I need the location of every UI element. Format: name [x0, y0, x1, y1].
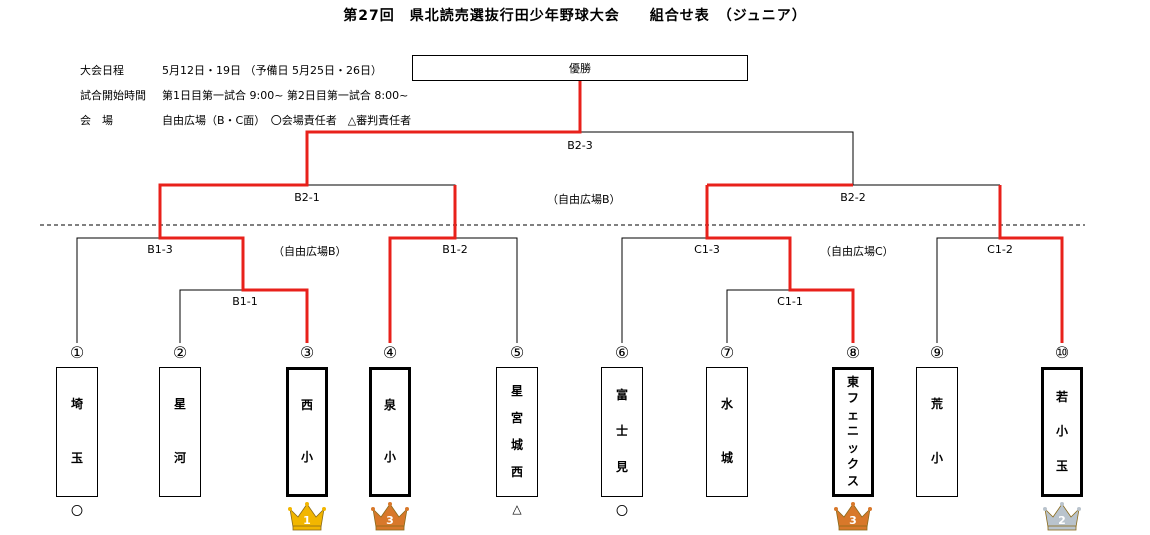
- responsibility-mark: △: [512, 502, 522, 516]
- line-c13-left: [621, 237, 707, 343]
- team-name-char: 小: [383, 450, 396, 465]
- line-b23-right: [580, 131, 854, 185]
- svg-text:3: 3: [386, 514, 394, 527]
- match-label-b11: B1-1: [232, 295, 258, 308]
- team-number-10: ⑩: [1054, 343, 1070, 362]
- match-label-b23: B2-3: [567, 139, 593, 152]
- venue-note-right: （自由広場C）: [820, 245, 894, 258]
- team-name-char: ッ: [846, 440, 859, 455]
- team-box-10: 若小玉: [1041, 367, 1083, 497]
- team-name-char: 小: [300, 450, 313, 465]
- team-name-char: 泉: [383, 398, 396, 413]
- bracket-red-lines: [158, 81, 1064, 343]
- champion-label: 優勝: [569, 62, 591, 75]
- team-name-char: 城: [720, 451, 733, 466]
- path-team-3: [158, 81, 582, 343]
- team-box-5: 星宮城西: [496, 367, 538, 497]
- team-number-3: ③: [299, 343, 315, 362]
- team-number-8: ⑧: [845, 343, 861, 362]
- line-c12-left: [936, 237, 1000, 343]
- team-box-9: 荒小: [916, 367, 958, 497]
- team-name-char: ク: [846, 457, 859, 472]
- svg-text:3: 3: [849, 514, 857, 527]
- line-b13-left: [76, 237, 160, 343]
- team-name-char: 玉: [1055, 459, 1068, 474]
- venue-label: 会 場: [80, 114, 113, 127]
- start-time-value: 第1日目第一試合 9:00~ 第2日目第一試合 8:00~: [162, 89, 409, 102]
- line-c11-left: [726, 289, 790, 343]
- responsibility-mark: 〇: [615, 504, 629, 518]
- team-number-5: ⑤: [509, 343, 525, 362]
- path-team-4: [388, 185, 457, 343]
- team-box-8: 東フェニックス: [832, 367, 874, 497]
- schedule-label: 大会日程: [80, 64, 124, 77]
- venue-value: 自由広場（B・C面） 〇会場責任者 △審判責任者: [162, 114, 412, 127]
- team-box-4: 泉小: [369, 367, 411, 497]
- line-b11-left: [179, 289, 243, 343]
- team-number-7: ⑦: [719, 343, 735, 362]
- team-name-char: 東: [846, 375, 859, 389]
- match-label-b21: B2-1: [294, 191, 320, 204]
- team-name-char: 玉: [70, 451, 83, 466]
- match-label-c13: C1-3: [694, 243, 720, 256]
- team-name-char: 西: [510, 464, 523, 479]
- team-name-char: ェ: [846, 407, 859, 422]
- team-name-char: 埼: [70, 397, 83, 412]
- team-number-6: ⑥: [614, 343, 630, 362]
- team-name-char: 小: [930, 451, 943, 466]
- path-team-10: [998, 185, 1064, 343]
- match-label-b22: B2-2: [840, 191, 866, 204]
- svg-text:1: 1: [303, 514, 311, 527]
- team-name-char: 士: [615, 424, 628, 439]
- line-b21-right: [307, 184, 456, 238]
- team-number-1: ①: [69, 343, 85, 362]
- team-box-6: 富士見: [601, 367, 643, 497]
- team-name-char: ニ: [846, 424, 859, 439]
- crown-icon: 3: [834, 502, 872, 531]
- match-label-b13: B1-3: [147, 243, 173, 256]
- path-team-8: [705, 185, 855, 343]
- match-label-b12: B1-2: [442, 243, 468, 256]
- team-box-3: 西小: [286, 367, 328, 497]
- team-name-char: 星: [510, 383, 523, 398]
- team-box-1: 埼玉: [56, 367, 98, 497]
- team-name-char: 小: [1055, 424, 1068, 439]
- team-number-4: ④: [382, 343, 398, 362]
- venue-note-final: （自由広場B）: [547, 193, 621, 206]
- crown-icon: 3: [371, 502, 409, 531]
- team-number-9: ⑨: [929, 343, 945, 362]
- start-time-label: 試合開始時間: [80, 89, 146, 102]
- team-name-char: ス: [846, 473, 859, 488]
- team-box-2: 星河: [159, 367, 201, 497]
- team-name-char: 星: [173, 397, 186, 412]
- crown-icon: 1: [288, 502, 326, 531]
- team-name-char: 荒: [930, 397, 943, 412]
- schedule-value: 5月12日・19日 （予備日 5月25日・26日）: [162, 64, 382, 77]
- venue-note-left: （自由広場B）: [273, 245, 347, 258]
- crown-icon: 2: [1043, 502, 1081, 531]
- responsibility-mark: 〇: [70, 504, 84, 518]
- team-name-char: 宮: [510, 410, 523, 425]
- page-title: 第27回 県北読売選抜行田少年野球大会 組合せ表 （ジュニア）: [343, 8, 807, 24]
- team-name-char: 若: [1055, 389, 1068, 404]
- team-number-2: ②: [172, 343, 188, 362]
- match-label-c11: C1-1: [777, 295, 803, 308]
- team-name-char: 水: [720, 397, 733, 412]
- team-name-char: 見: [615, 460, 628, 475]
- champion-box: 優勝: [412, 55, 748, 81]
- svg-text:2: 2: [1058, 514, 1066, 527]
- team-name-char: フ: [846, 391, 859, 406]
- team-name-char: 富: [615, 388, 628, 403]
- team-name-char: 河: [173, 451, 186, 466]
- match-label-c12: C1-2: [987, 243, 1013, 256]
- line-b12-right: [455, 237, 518, 343]
- team-name-char: 西: [300, 398, 313, 413]
- team-name-char: 城: [510, 437, 523, 452]
- team-box-7: 水城: [706, 367, 748, 497]
